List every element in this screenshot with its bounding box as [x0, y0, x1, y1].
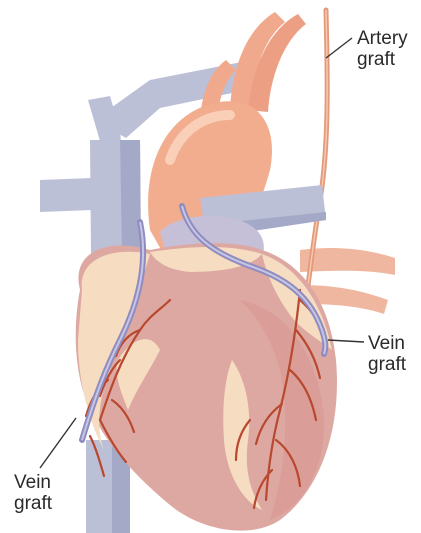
artery-graft-label-line1: Artery — [357, 28, 408, 49]
vein-graft-left-label: Vein graft — [14, 472, 52, 514]
vein-graft-right-label-line2: graft — [368, 354, 406, 375]
vein-graft-right-label-line1: Vein — [368, 333, 406, 354]
vein-graft-right-label: Vein graft — [368, 333, 406, 375]
vein-graft-left-label-line1: Vein — [14, 472, 52, 493]
vein-graft-left-label-line2: graft — [14, 493, 52, 514]
artery-graft-label: Artery graft — [357, 28, 408, 70]
artery-graft-label-line2: graft — [357, 49, 408, 70]
